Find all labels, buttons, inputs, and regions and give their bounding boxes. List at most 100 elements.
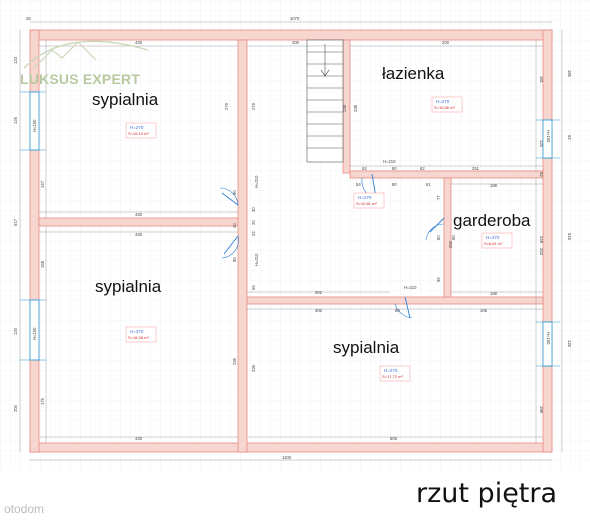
dim-left-4: 120 (13, 327, 18, 335)
room-name-3: sypialnia (95, 277, 162, 296)
dim-inner-28: 105 (480, 308, 488, 313)
dim-right-5: 248 (539, 236, 544, 244)
dim-right-4: 510 (567, 233, 572, 241)
dim-inner-15: 188 (490, 183, 498, 188)
dim-inner-26: 85 (232, 257, 237, 262)
opening-labels: H=210 H=210 H=210 H=210 H=150 H=150 H=15… (32, 119, 551, 345)
dim-top-3: 200 (292, 40, 300, 45)
room-info-3: H=270 S=16,08 m² (125, 326, 157, 343)
dim-inner-22: 95 (436, 277, 441, 282)
dim-bottom-0: 1100 (282, 455, 292, 460)
door-label-0: H=210 (254, 175, 259, 188)
window-markers (20, 91, 560, 367)
watermark: otodom (4, 502, 45, 516)
dimension-labels: 25 1070 430 200 200 1100 430 606 123 126… (13, 16, 572, 460)
dim-inner-10: 80 (392, 166, 397, 171)
room-info-0: H=270 S=16,14 m² (125, 122, 157, 139)
dim-right-3: 62 (567, 135, 572, 140)
dim-left-6: 200 (13, 404, 18, 412)
door-label-3: H=210 (404, 285, 417, 290)
dim-inner-9: 52 (362, 166, 367, 171)
dim-inner-18: 30 (251, 207, 256, 212)
dim-inner-19: 20 (251, 220, 256, 225)
dim-left-7: 175 (40, 397, 45, 405)
room-height-0: H=270 (130, 125, 144, 130)
door-label-1: H=210 (254, 253, 259, 266)
dim-inner-13: 80 (392, 182, 397, 187)
dim-inner-4: 302 (315, 290, 323, 295)
dim-left-1: 126 (13, 116, 18, 124)
window-label-2: H=150 (546, 130, 551, 143)
dim-top-2: 430 (135, 40, 143, 45)
dim-inner-33: 253 (539, 248, 544, 256)
room-area-1: S=10,86 m² (434, 105, 455, 110)
dim-inner-31: 238 (342, 104, 347, 112)
room-info-5: H=270 S=10,81 m² (353, 192, 385, 209)
dim-inner-7: 236 (251, 364, 256, 372)
dim-inner-5: 302 (315, 308, 323, 313)
dim-right-1: 181 (539, 76, 544, 84)
room-info-2: H=270 S=6,61 m² (481, 232, 513, 249)
dim-inner-24: 90 (451, 235, 456, 240)
dim-bottom-1: 430 (135, 436, 143, 441)
dim-inner-3: 430 (135, 232, 143, 237)
room-height-1: H=270 (436, 99, 450, 104)
logo-mark (23, 40, 149, 69)
staircase (306, 39, 344, 163)
room-name-4: sypialnia (333, 338, 400, 357)
dimension-lines (19, 21, 563, 461)
room-height-5: H=270 (358, 195, 372, 200)
dim-inner-6: 235 (232, 357, 237, 365)
dim-right-0: 186 (567, 70, 572, 78)
dim-inner-0: 279 (224, 102, 229, 110)
room-area-3: S=16,08 m² (128, 335, 149, 340)
room-height-4: H=270 (384, 368, 398, 373)
room-area-0: S=16,14 m² (128, 131, 149, 136)
door-label-2: H=210 (383, 159, 396, 164)
dim-inner-30: 238 (353, 104, 358, 112)
dim-inner-34: 24 (251, 231, 256, 236)
dim-top-1: 1070 (290, 16, 300, 21)
outer-walls (29, 29, 553, 453)
room-name-1: łazienka (382, 64, 445, 83)
dim-inner-8: 251 (472, 166, 480, 171)
dim-inner-32: 200 (448, 240, 453, 248)
dim-right-6: 120 (567, 340, 572, 348)
room-info-4: H=270 S=17,72 m² (379, 365, 411, 382)
room-height-3: H=270 (130, 329, 144, 334)
dim-inner-11: 62 (420, 166, 425, 171)
dim-left-2: 147 (40, 180, 45, 188)
logo-text: LUKSUS EXPERT (20, 71, 141, 87)
plan-caption: rzut piętra (416, 478, 558, 509)
dim-inner-27: 55 (251, 285, 256, 290)
room-area-2: S=6,61 m² (484, 241, 503, 246)
room-name-2: garderoba (453, 211, 531, 230)
window-label-1: H=150 (32, 327, 37, 340)
room-area-4: S=17,72 m² (382, 374, 403, 379)
dim-inner-23: 80 (436, 235, 441, 240)
dim-right-7: 188 (539, 406, 544, 414)
dim-left-0: 123 (13, 56, 18, 64)
window-label-3: H=150 (546, 332, 551, 345)
dim-inner-20: 90 (232, 190, 237, 195)
inner-walls (38, 39, 544, 453)
dim-top-4: 200 (442, 40, 450, 45)
dim-inner-29: 62 (539, 172, 544, 177)
room-area-5: S=10,81 m² (356, 201, 377, 206)
dim-inner-12: 54 (356, 182, 361, 187)
dim-inner-25: 80 (395, 308, 400, 313)
dim-left-5: 158 (40, 260, 45, 268)
dim-left-3: 517 (13, 218, 18, 226)
dim-inner-14: 61 (426, 182, 431, 187)
dim-bottom-2: 606 (390, 436, 398, 441)
dim-inner-17: 77 (436, 195, 441, 200)
window-label-0: H=150 (32, 119, 37, 132)
dim-inner-21: 40 (232, 223, 237, 228)
dim-inner-2: 430 (135, 212, 143, 217)
dim-inner-16: 188 (490, 291, 498, 296)
room-name-0: sypialnia (92, 90, 159, 109)
room-info-1: H=270 S=10,86 m² (431, 96, 463, 113)
dim-top-0: 25 (26, 16, 31, 21)
dim-inner-1: 279 (251, 102, 256, 110)
